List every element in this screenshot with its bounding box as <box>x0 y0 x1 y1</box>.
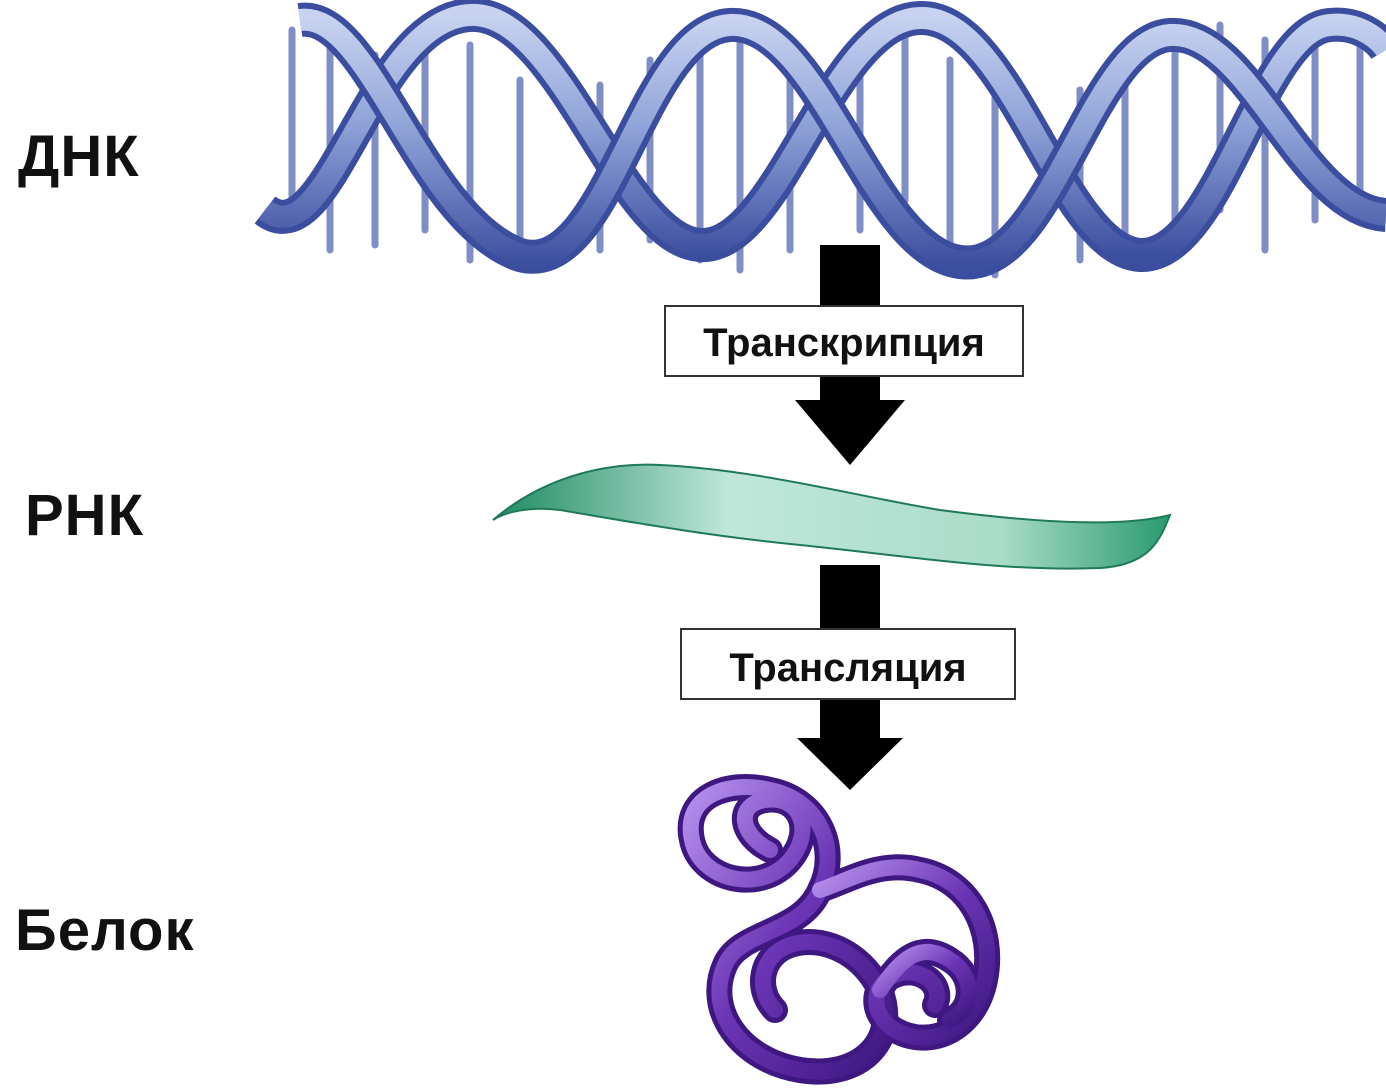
dna-double-helix-icon <box>265 15 1386 275</box>
label-rna: РНК <box>25 487 144 545</box>
folded-protein-icon <box>691 787 988 1072</box>
label-dna: ДНК <box>18 128 140 186</box>
label-protein: Белок <box>15 902 194 960</box>
rna-ribbon-icon <box>493 465 1170 569</box>
translation-label: Трансляция <box>680 628 1016 700</box>
transcription-label: Транскрипция <box>664 305 1024 377</box>
